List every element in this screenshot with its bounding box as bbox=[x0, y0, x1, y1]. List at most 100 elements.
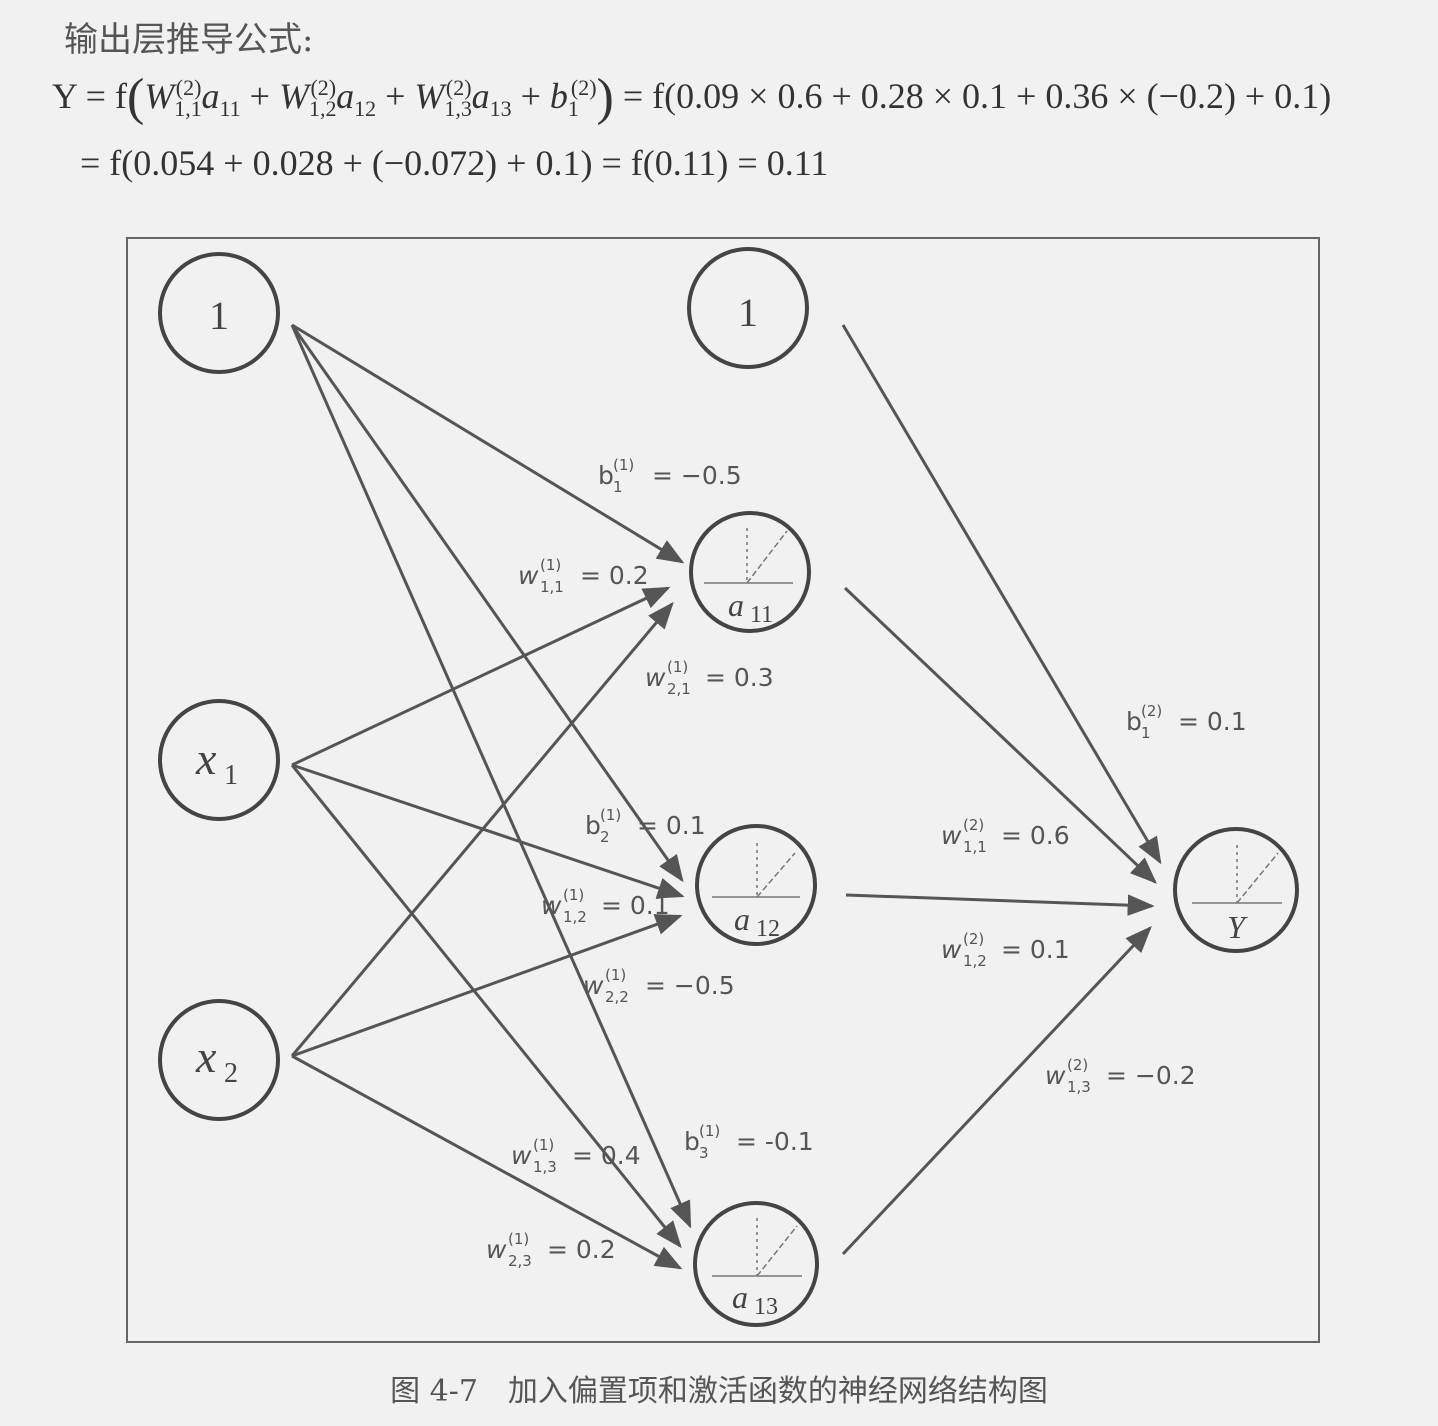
svg-text:w: w bbox=[518, 561, 539, 590]
node-x1: x 1 bbox=[158, 699, 280, 821]
svg-text:= −0.2: = −0.2 bbox=[1106, 1061, 1196, 1090]
label-w23-1: w (1) 2,3 = 0.2 bbox=[486, 1230, 616, 1270]
edge-x1-to-a11 bbox=[291, 586, 671, 767]
node-x1-label: x bbox=[195, 733, 217, 784]
svg-text:= 0.1: = 0.1 bbox=[601, 891, 670, 920]
formula-rhs: = f(0.09 × 0.6 + 0.28 × 0.1 + 0.36 × (−0… bbox=[622, 76, 1332, 116]
svg-text:w: w bbox=[941, 821, 962, 850]
node-a11: a 11 bbox=[689, 511, 811, 633]
node-hidden-bias-label: 1 bbox=[738, 290, 758, 335]
edges-layer-1 bbox=[290, 323, 692, 1270]
label-w13-1: w (1) 1,3 = 0.4 bbox=[511, 1136, 641, 1176]
edge-x2-to-a13 bbox=[291, 1054, 683, 1270]
svg-text:(2): (2) bbox=[1067, 1056, 1088, 1074]
node-a11-label: a bbox=[728, 587, 744, 623]
label-b3-1: b (1) 3 = -0.1 bbox=[684, 1122, 814, 1162]
svg-text:2: 2 bbox=[600, 828, 610, 846]
svg-text:3: 3 bbox=[699, 1144, 709, 1162]
svg-text:= 0.1: = 0.1 bbox=[637, 811, 706, 840]
section-heading: 输出层推导公式: bbox=[64, 20, 314, 60]
svg-text:(1): (1) bbox=[699, 1122, 720, 1140]
edge-hbias-to-y bbox=[841, 324, 1162, 865]
svg-text:= -0.1: = -0.1 bbox=[736, 1127, 814, 1156]
output-formula-line-2: = f(0.054 + 0.028 + (−0.072) + 0.1) = f(… bbox=[80, 143, 829, 183]
node-input-bias-label: 1 bbox=[209, 293, 229, 338]
svg-text:1,3: 1,3 bbox=[1067, 1078, 1091, 1096]
svg-text:(1): (1) bbox=[605, 966, 626, 984]
label-w11-1: w (1) 1,1 = 0.2 bbox=[518, 556, 649, 596]
svg-text:w: w bbox=[583, 971, 604, 1000]
label-w12-1: w (1) 1,2 = 0.1 bbox=[541, 886, 670, 926]
relu-icon bbox=[1192, 845, 1282, 904]
svg-text:= 0.6: = 0.6 bbox=[1001, 821, 1070, 850]
svg-text:w: w bbox=[541, 891, 562, 920]
svg-text:2,1: 2,1 bbox=[667, 680, 691, 698]
relu-icon bbox=[712, 1218, 802, 1277]
edge-a12-to-y bbox=[845, 893, 1155, 916]
label-b1-1: b (1) 1 = −0.5 bbox=[598, 456, 742, 496]
relu-icon bbox=[712, 843, 800, 898]
svg-text:= 0.4: = 0.4 bbox=[572, 1141, 641, 1170]
svg-text:= 0.3: = 0.3 bbox=[705, 663, 774, 692]
relu-icon bbox=[704, 528, 793, 584]
output-formula-line-1: Y = f(W1,1(2)a11 + W1,2(2)a12 + W1,3(2)a… bbox=[52, 69, 1332, 126]
svg-text:(1): (1) bbox=[613, 456, 634, 474]
edge-bias-to-a13 bbox=[290, 324, 692, 1229]
label-w13-2: w (2) 1,3 = −0.2 bbox=[1045, 1056, 1196, 1096]
svg-text:= −0.5: = −0.5 bbox=[645, 971, 735, 1000]
edge-x1-to-a12 bbox=[291, 763, 685, 899]
node-output-y: Y bbox=[1173, 827, 1299, 953]
svg-text:w: w bbox=[486, 1235, 507, 1264]
svg-text:b: b bbox=[585, 811, 601, 840]
svg-text:b: b bbox=[598, 461, 614, 490]
svg-text:b: b bbox=[1126, 707, 1142, 736]
svg-text:(2): (2) bbox=[963, 816, 984, 834]
svg-text:= 0.1: = 0.1 bbox=[1178, 707, 1247, 736]
formula-lhs: Y = f bbox=[52, 76, 127, 116]
label-b1-2: b (2) 1 = 0.1 bbox=[1126, 702, 1247, 742]
node-a12: a 12 bbox=[695, 824, 817, 946]
svg-text:2,3: 2,3 bbox=[508, 1252, 532, 1270]
node-input-bias: 1 bbox=[158, 252, 280, 374]
figure-caption: 图 4-7 加入偏置项和激活函数的神经网络结构图 bbox=[390, 1374, 1048, 1409]
label-w12-2: w (2) 1,2 = 0.1 bbox=[941, 930, 1070, 970]
node-x2-subscript: 2 bbox=[224, 1058, 238, 1089]
node-a12-label: a bbox=[734, 901, 750, 937]
svg-text:(1): (1) bbox=[600, 806, 621, 824]
node-hidden-bias: 1 bbox=[687, 247, 809, 369]
svg-text:(1): (1) bbox=[508, 1230, 529, 1248]
svg-text:w: w bbox=[941, 935, 962, 964]
svg-text:w: w bbox=[645, 663, 666, 692]
svg-text:w: w bbox=[511, 1141, 532, 1170]
svg-text:b: b bbox=[684, 1127, 700, 1156]
svg-text:(1): (1) bbox=[540, 556, 561, 574]
svg-text:w: w bbox=[1045, 1061, 1066, 1090]
svg-text:1,1: 1,1 bbox=[540, 578, 564, 596]
label-w22-1: w (1) 2,2 = −0.5 bbox=[583, 966, 735, 1006]
svg-text:(1): (1) bbox=[533, 1136, 554, 1154]
svg-text:1,1: 1,1 bbox=[963, 838, 987, 856]
edge-x1-to-a13 bbox=[290, 764, 682, 1249]
edge-bias-to-a11 bbox=[291, 323, 685, 564]
node-output-label: Y bbox=[1227, 909, 1248, 945]
svg-text:(2): (2) bbox=[1141, 702, 1162, 720]
svg-text:1,3: 1,3 bbox=[533, 1158, 557, 1176]
svg-text:(1): (1) bbox=[563, 886, 584, 904]
label-w11-2: w (2) 1,1 = 0.6 bbox=[941, 816, 1070, 856]
node-a11-subscript: 11 bbox=[750, 602, 773, 628]
svg-text:1: 1 bbox=[1141, 724, 1151, 742]
svg-text:1,2: 1,2 bbox=[563, 908, 587, 926]
svg-text:= 0.1: = 0.1 bbox=[1001, 935, 1070, 964]
node-x2: x 2 bbox=[158, 999, 280, 1121]
edges-layer-2 bbox=[841, 324, 1162, 1256]
svg-text:2,2: 2,2 bbox=[605, 988, 629, 1006]
label-w21-1: w (1) 2,1 = 0.3 bbox=[645, 658, 774, 698]
node-a13: a 13 bbox=[693, 1201, 819, 1327]
edge-a13-to-y bbox=[841, 926, 1152, 1256]
node-x2-label: x bbox=[195, 1031, 217, 1082]
edge-a11-to-y bbox=[843, 586, 1157, 884]
diagram-frame bbox=[126, 237, 1320, 1343]
svg-text:= 0.2: = 0.2 bbox=[580, 561, 649, 590]
svg-text:1,2: 1,2 bbox=[963, 952, 987, 970]
